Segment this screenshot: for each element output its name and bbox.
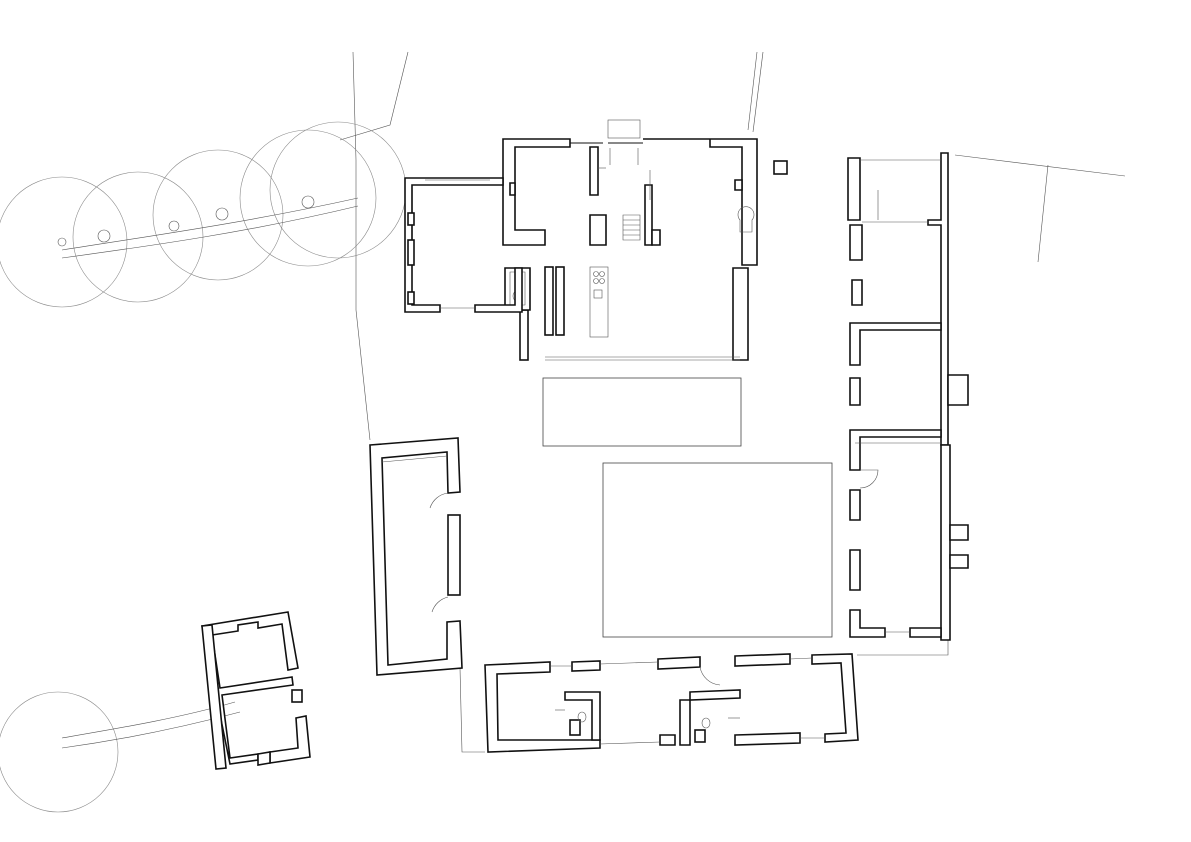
tree-canopy	[152, 149, 284, 281]
east-range	[847, 152, 969, 641]
west-wing	[404, 177, 523, 313]
courtyard-paving	[602, 462, 833, 638]
tree-trunk	[57, 237, 67, 247]
west-barn	[369, 437, 463, 676]
tree-canopy	[239, 129, 377, 267]
tree-trunk	[215, 207, 229, 221]
tree-canopy	[0, 691, 119, 813]
site-boundary-lines	[339, 51, 1126, 753]
outbuilding	[201, 611, 311, 770]
tree-canopy	[0, 176, 128, 308]
tree-row	[0, 121, 407, 813]
tree-canopy	[269, 121, 407, 259]
terrace-paving	[542, 377, 742, 447]
south-range	[484, 653, 859, 753]
main-house	[502, 119, 758, 361]
tree-trunk	[97, 229, 111, 243]
tree-canopy	[72, 171, 204, 303]
post	[773, 160, 788, 175]
tree-trunk	[301, 195, 315, 209]
tree-trunk	[168, 220, 180, 232]
